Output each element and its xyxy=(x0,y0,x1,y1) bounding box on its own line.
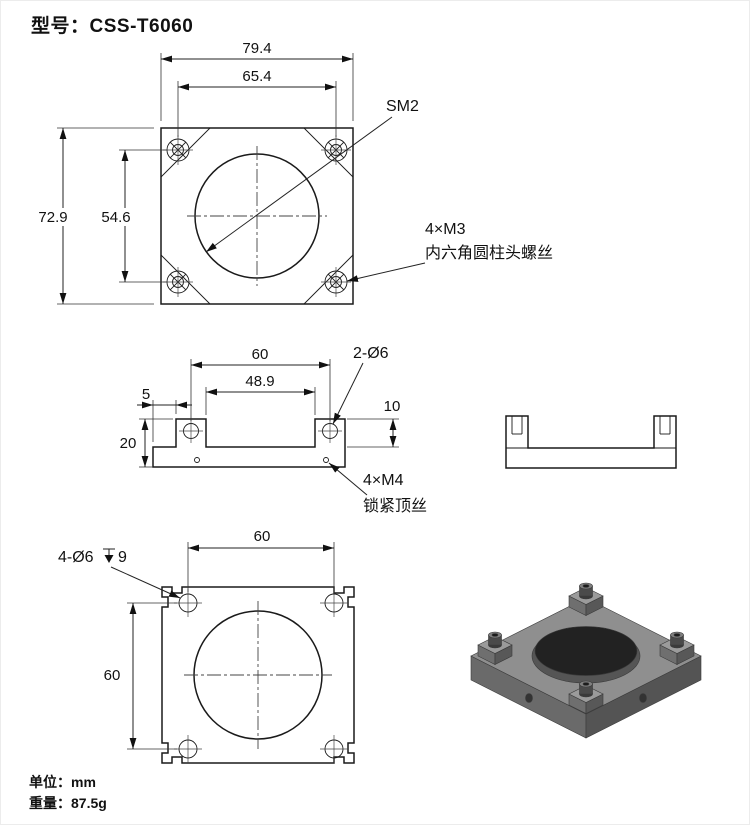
m3-label-line1: 4×M3 xyxy=(425,221,466,238)
bottom-view: 60 60 4-Ø6 9 xyxy=(58,528,355,764)
dimension-top-height-outer: 72.9 xyxy=(34,127,154,305)
setscrew-dot-right xyxy=(323,457,329,463)
corner-screw-top-left xyxy=(163,135,193,165)
iso-side-hole-left xyxy=(525,693,533,703)
dim-text-48-9: 48.9 xyxy=(245,373,274,390)
dim-text-bottom-60-h: 60 xyxy=(104,667,121,684)
side-view-left-slot xyxy=(511,416,523,435)
side-view xyxy=(505,415,677,469)
m4-label-line1: 4×M4 xyxy=(363,472,404,489)
model-title: 型号：CSS-T6060 xyxy=(31,16,194,37)
dimension-bottom-height: 60 xyxy=(104,602,177,750)
front-right-hole xyxy=(318,419,342,443)
dim-text-65-4: 65.4 xyxy=(242,68,271,85)
iso-corner-pad-near xyxy=(568,680,604,714)
dim-text-10: 10 xyxy=(384,398,401,415)
dimension-top-width-inner: 65.4 xyxy=(177,68,337,137)
corner-chamfer-lines xyxy=(160,127,354,305)
front-view-profile xyxy=(152,418,346,468)
top-view: 79.4 65.4 72.9 xyxy=(34,40,553,305)
phi6-label-text: 2-Ø6 xyxy=(353,345,389,362)
cbore-label-prefix: 4-Ø6 xyxy=(58,549,94,566)
dimension-front-inner: 48.9 xyxy=(205,373,316,415)
dimension-front-boss: 10 xyxy=(347,398,401,448)
iso-side-hole-right xyxy=(639,693,647,703)
cbore-label-depth: 9 xyxy=(118,549,127,566)
m3-screw-label: 4×M3 内六角圆柱头螺丝 xyxy=(346,221,553,282)
dim-text-front-60: 60 xyxy=(252,346,269,363)
iso-3d-view xyxy=(470,582,702,739)
iso-bore-void xyxy=(534,626,638,676)
corner-screw-bottom-left xyxy=(163,267,193,297)
depth-symbol-icon xyxy=(103,548,115,563)
sm2-center-hole xyxy=(187,146,327,286)
counterbore-label: 4-Ø6 9 xyxy=(58,548,181,599)
dimension-front-span: 60 xyxy=(190,346,331,421)
dimension-top-height-inner: 54.6 xyxy=(97,149,167,283)
dim-text-79-4: 79.4 xyxy=(242,40,271,57)
sm2-label-text: SM2 xyxy=(386,98,419,115)
dimension-front-step: 5 xyxy=(137,386,192,442)
front-left-hole xyxy=(179,419,203,443)
corner-screw-bottom-right xyxy=(321,267,351,297)
iso-corner-pad-far xyxy=(568,582,604,616)
dimension-top-width-outer: 79.4 xyxy=(160,40,354,121)
cbore-hole-bottom-right xyxy=(320,735,348,763)
dimension-front-height: 20 xyxy=(120,418,173,468)
m3-label-line2: 内六角圆柱头螺丝 xyxy=(425,244,553,262)
m4-label-line2: 锁紧顶丝 xyxy=(363,497,427,515)
unit-note: 单位：mm xyxy=(29,774,96,790)
cbore-hole-bottom-left xyxy=(174,735,202,763)
iso-corner-pad-left xyxy=(477,631,513,665)
m4-setscrew-label: 4×M4 锁紧顶丝 xyxy=(328,462,427,515)
cbore-hole-top-left xyxy=(174,589,202,617)
dimension-bottom-width: 60 xyxy=(187,528,335,592)
setscrew-dot-left xyxy=(194,457,200,463)
bottom-center-hole xyxy=(184,601,332,749)
dim-text-bottom-60-w: 60 xyxy=(254,528,271,545)
side-view-right-slot xyxy=(659,416,671,435)
side-view-profile xyxy=(505,415,677,469)
dim-text-20: 20 xyxy=(120,435,137,452)
dim-text-5: 5 xyxy=(142,386,150,403)
cbore-hole-top-right xyxy=(320,589,348,617)
weight-note: 重量：87.5g xyxy=(29,795,107,811)
dim-text-72-9: 72.9 xyxy=(38,209,67,226)
top-view-plate-outline xyxy=(160,127,354,305)
phi6-hole-label: 2-Ø6 xyxy=(332,345,389,425)
dim-text-54-6: 54.6 xyxy=(101,209,130,226)
iso-corner-pad-right xyxy=(659,631,695,665)
front-view: 60 48.9 5 20 xyxy=(120,345,427,515)
sm2-label: SM2 xyxy=(205,98,419,253)
